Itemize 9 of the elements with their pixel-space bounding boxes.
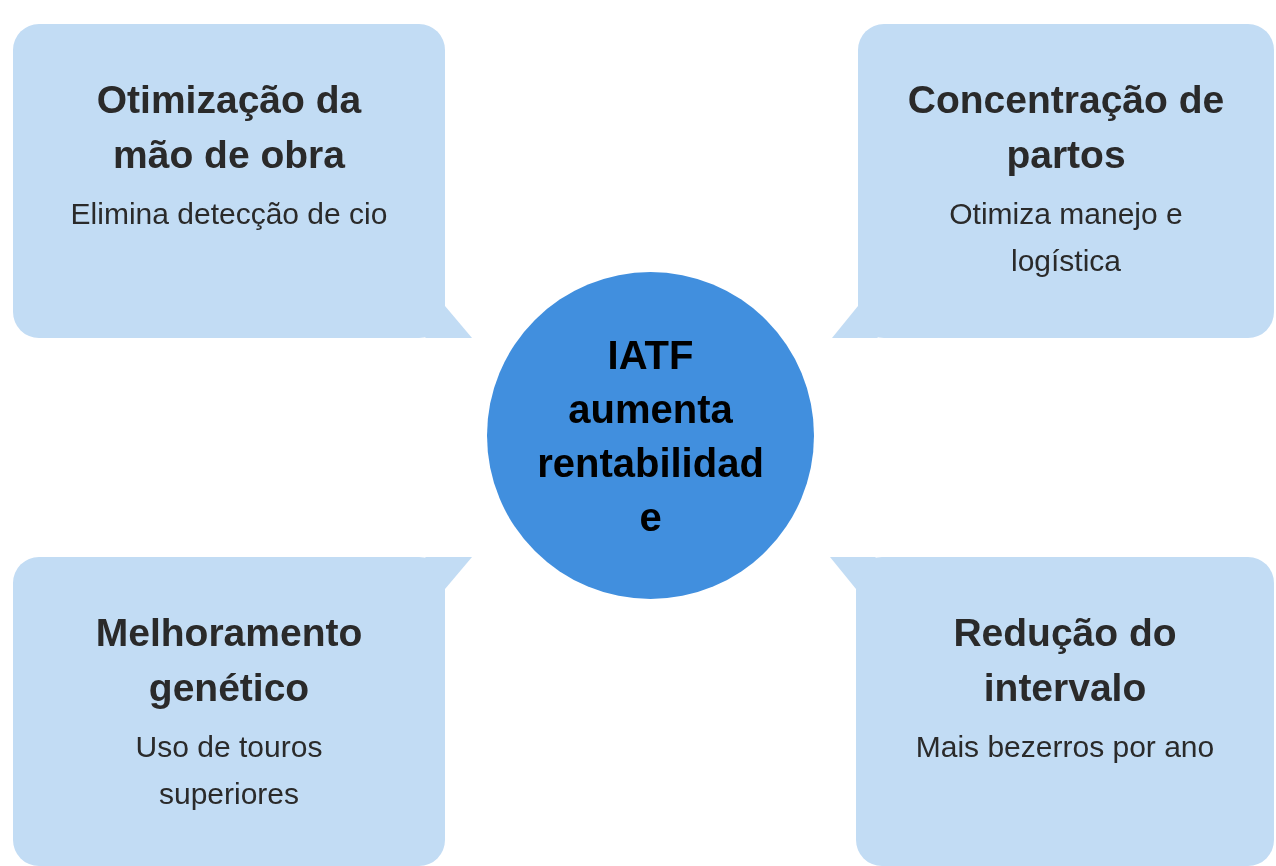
bubble-description: Elimina detecção de cio xyxy=(69,196,389,232)
bubble-description: Otimiza manejo e logística xyxy=(948,196,1184,279)
bubble-description: Mais bezerros por ano xyxy=(914,729,1216,765)
bubble-description: Uso de touros superiores xyxy=(134,729,324,812)
bubble-heading: Otimização da mão de obra xyxy=(95,77,363,178)
bubble-heading: Concentração de partos xyxy=(906,77,1226,178)
bubble-heading: Melhoramento genético xyxy=(94,610,364,711)
center-title: IATF aumenta rentabilidade xyxy=(536,331,765,541)
bubble-heading: Redução do intervalo xyxy=(952,610,1178,711)
